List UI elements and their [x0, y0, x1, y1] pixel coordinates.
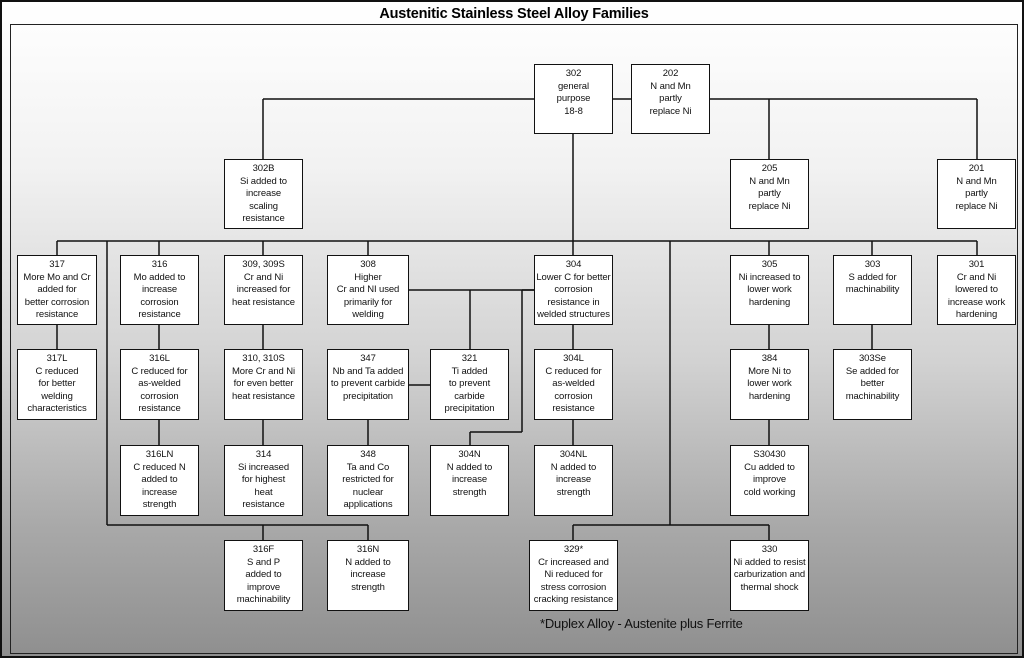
alloy-code: 317L — [46, 353, 68, 364]
alloy-code: 205 — [761, 163, 778, 174]
alloy-description: Cr and Ni increased for heat resistance — [232, 271, 295, 308]
alloy-description: Cr and Ni lowered to increase work harde… — [947, 271, 1006, 321]
alloy-description: Cr increased and Ni reduced for stress c… — [533, 556, 614, 606]
alloy-code: 316LN — [145, 449, 174, 460]
alloy-code: 317 — [49, 259, 65, 270]
alloy-code: 202 — [662, 68, 679, 79]
alloy-code: S30430 — [753, 449, 786, 460]
diagram-border — [10, 24, 1018, 654]
alloy-code: 302 — [565, 68, 582, 79]
alloy-code: 316F — [252, 544, 275, 555]
alloy-code: 305 — [761, 259, 778, 270]
alloy-description: Si increased for highest heat resistance — [237, 461, 290, 511]
alloy-description: S added for machinability — [845, 271, 900, 296]
alloy-code: 384 — [761, 353, 778, 364]
alloy-code: 304 — [565, 259, 582, 270]
alloy-code: 347 — [360, 353, 376, 364]
alloy-code: 348 — [360, 449, 376, 460]
alloy-code: 301 — [968, 259, 985, 270]
alloy-description: Lower C for better corrosion resistance … — [536, 271, 611, 321]
alloy-description: C reduced for as-welded corrosion resist… — [545, 365, 602, 415]
alloy-description: C reduced N added to increase strength — [133, 461, 186, 511]
diagram-title: Austenitic Stainless Steel Alloy Familie… — [379, 6, 649, 22]
alloy-description: More Ni to lower work hardening — [747, 365, 792, 402]
alloy-description: C reduced for as-welded corrosion resist… — [131, 365, 188, 415]
alloy-description: Ni added to resist carburization and the… — [733, 556, 806, 593]
alloy-code: 316N — [356, 544, 380, 555]
alloy-box-329: 329*Cr increased and Ni reduced for stre… — [529, 540, 618, 611]
alloy-description: Nb and Ta added to prevent carbide preci… — [330, 365, 406, 402]
alloy-description: Cu added to improve cold working — [743, 461, 796, 498]
alloy-description: S and P added to improve machinability — [236, 556, 291, 606]
alloy-code: 304L — [563, 353, 584, 364]
alloy-description: Ni increased to lower work hardening — [738, 271, 801, 308]
alloy-code: 303Se — [859, 353, 886, 364]
alloy-description: N and Mn partly replace Ni — [748, 175, 791, 212]
alloy-code: 303 — [864, 259, 881, 270]
alloy-description: More Mo and Cr added for better corrosio… — [23, 271, 91, 321]
alloy-description: Ta and Co restricted for nuclear applica… — [342, 461, 394, 511]
alloy-code: 309, 309S — [242, 259, 285, 270]
alloy-code: 330 — [761, 544, 778, 555]
alloy-description: N added to increase strength — [345, 556, 391, 593]
alloy-code: 316L — [149, 353, 170, 364]
alloy-code: 308 — [360, 259, 376, 270]
alloy-description: More Cr and Ni for even better heat resi… — [231, 365, 295, 402]
alloy-description: N and Mn partly replace Ni — [955, 175, 998, 212]
alloy-code: 304NL — [559, 449, 588, 460]
alloy-code: 321 — [461, 353, 478, 364]
alloy-description: Higher Cr and NI used primarily for weld… — [336, 271, 400, 321]
alloy-description: Si added to increase scaling resistance — [240, 175, 287, 225]
alloy-description: general purpose 18-8 — [556, 80, 591, 117]
footnote: *Duplex Alloy - Austenite plus Ferrite — [540, 616, 743, 631]
alloy-description: Mo added to increase corrosion resistanc… — [133, 271, 186, 321]
alloy-description: Ti added to prevent carbide precipitatio… — [444, 365, 495, 415]
alloy-code: 314 — [255, 449, 272, 460]
alloy-code: 302B — [252, 163, 275, 174]
alloy-description: N and Mn partly replace Ni — [649, 80, 692, 117]
alloy-description: C reduced for better welding characteris… — [27, 365, 87, 415]
alloy-code: 201 — [968, 163, 985, 174]
alloy-description: N added to increase strength — [446, 461, 493, 498]
alloy-description: Se added for better machinability — [845, 365, 900, 402]
alloy-code: 329* — [563, 544, 584, 555]
alloy-description: N added to increase strength — [550, 461, 597, 498]
alloy-code: 304N — [458, 449, 481, 460]
alloy-code: 310, 310S — [242, 353, 285, 364]
alloy-code: 316 — [151, 259, 168, 270]
